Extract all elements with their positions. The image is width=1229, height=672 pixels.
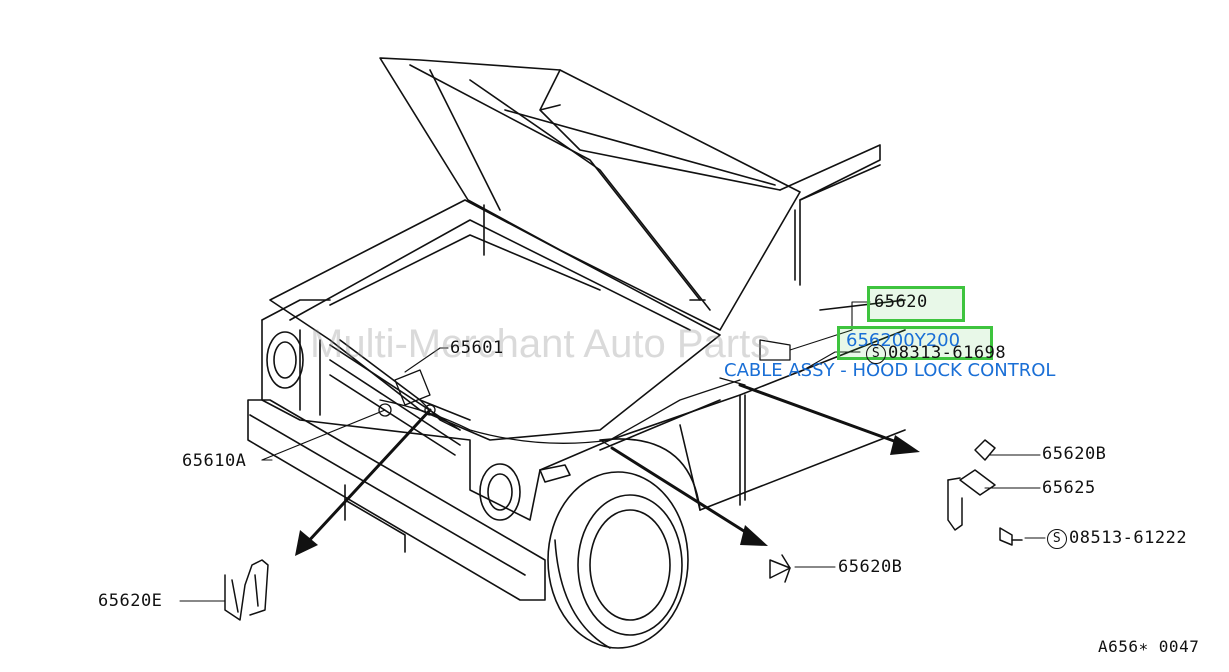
callout-08313-text: 08313-61698 xyxy=(888,343,1007,363)
diagram-code: A656∗ 0047 xyxy=(1098,637,1200,656)
callout-65620B-upper: 65620B xyxy=(1042,444,1107,464)
standard-part-icon: S xyxy=(866,344,886,364)
part-65620-label[interactable]: 65620 xyxy=(874,292,928,312)
standard-part-icon: S xyxy=(1047,529,1067,549)
front-bumper xyxy=(247,399,546,601)
callout-08513-text: 08513-61222 xyxy=(1069,528,1188,548)
bracket-assembly xyxy=(947,439,1023,546)
fender-wheel xyxy=(539,299,906,649)
watermark: Multi-Merchant Auto Parts xyxy=(310,322,771,366)
callout-65620B-lower: 65620B xyxy=(838,557,903,577)
leader-lines xyxy=(179,301,1046,602)
open-hood xyxy=(379,57,801,331)
callout-65625: 65625 xyxy=(1042,478,1096,498)
clip-65620E xyxy=(224,559,269,621)
part-65620-highlight[interactable] xyxy=(867,286,965,322)
clip-65620B-lower xyxy=(769,554,791,583)
exploded-arrows xyxy=(303,383,907,547)
callout-65601: 65601 xyxy=(450,338,504,358)
part-description: CABLE ASSY - HOOD LOCK CONTROL xyxy=(724,360,1056,381)
part-656200Y200-highlight[interactable] xyxy=(837,326,993,360)
callout-65610A: 65610A xyxy=(182,451,247,471)
cab xyxy=(689,144,881,301)
callout-65620E: 65620E xyxy=(98,591,163,611)
hood-cable xyxy=(378,339,791,447)
